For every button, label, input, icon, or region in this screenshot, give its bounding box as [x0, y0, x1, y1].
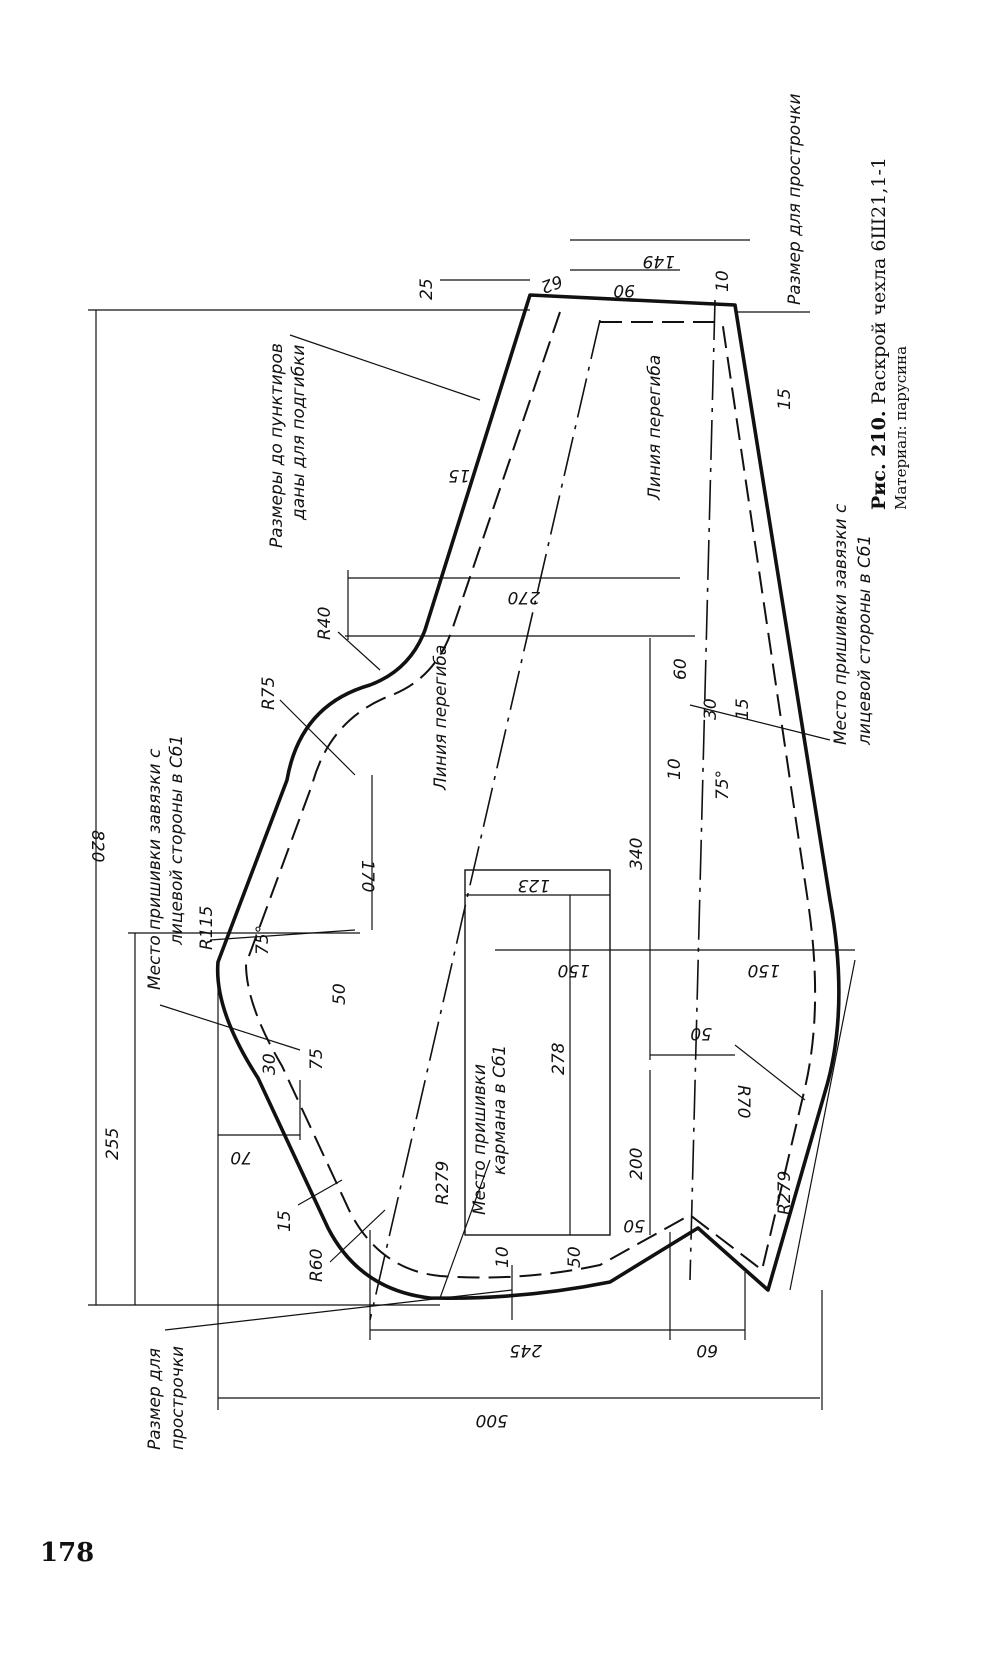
radius-r115: R115	[197, 906, 217, 950]
fold-line-diagonal	[369, 319, 601, 1321]
dim-50-left: 50	[330, 983, 350, 1005]
note-dotted-sizes-2: даны для подгибки	[289, 345, 309, 521]
page-number: 178	[40, 1538, 95, 1568]
dim-60-right: 60	[671, 658, 691, 680]
dim-10-right: 10	[665, 758, 685, 780]
dim-200: 200	[627, 1148, 647, 1180]
dim-62: 62	[538, 270, 565, 296]
fold-line-right	[689, 299, 716, 1281]
figure-material: Материал: парусина	[892, 345, 910, 510]
radius-r279-right: R279	[775, 1171, 795, 1215]
dim-123: 123	[518, 875, 550, 895]
dim-278: 278	[549, 1042, 569, 1075]
dim-25: 25	[417, 278, 437, 300]
dim-15-right-top: 15	[775, 388, 795, 410]
dim-15-left-line	[297, 1179, 343, 1206]
note-fold-line-right: Линия перегиба	[645, 355, 665, 501]
dim-50-bottom: 50	[565, 1246, 585, 1268]
pocket-rect	[464, 869, 611, 1236]
dim-90: 90	[613, 280, 635, 300]
dim-149: 149	[643, 251, 675, 271]
r60-leader	[329, 1209, 386, 1263]
r70-leader	[734, 1044, 806, 1101]
dim-75-deg-left: 75°	[253, 925, 273, 955]
dim-270: 270	[508, 587, 540, 607]
dim-15-right-tie: 15	[733, 698, 753, 720]
note-tie-right-1: Место пришивки завязки с	[831, 503, 851, 745]
radius-r279-left: R279	[433, 1161, 453, 1205]
note-stitch-size-bottom-2: прострочки	[168, 1346, 188, 1450]
dim-50-right: 50	[690, 1023, 712, 1043]
radius-r70: R70	[733, 1085, 753, 1118]
r40-leader	[337, 631, 381, 671]
dim-500: 500	[476, 1410, 508, 1430]
stitch-bottom-leader	[164, 1289, 513, 1331]
radius-r40: R40	[315, 607, 335, 640]
dim-255: 255	[103, 1128, 123, 1160]
note-fold-line-left: Линия перегиба	[431, 645, 451, 791]
dim-75-left: 75	[307, 1048, 327, 1070]
dim-245: 245	[510, 1340, 542, 1360]
note-pocket-1: Место пришивки	[470, 1064, 490, 1215]
note-tie-left-1: Место пришивки завязки с	[145, 748, 165, 990]
figure-label: Рис. 210.	[868, 410, 890, 510]
dim-340: 340	[627, 838, 647, 870]
dotted-sizes-leader	[289, 334, 481, 401]
caption-title-line: Рис. 210. Раскрой чехла 6Ш21,1-1	[868, 157, 890, 510]
r75-leader	[279, 699, 356, 776]
dim-75-deg-right: 75°	[713, 770, 733, 800]
pattern-outline	[215, 293, 841, 1300]
dim-170: 170	[357, 860, 377, 892]
dim-15-left-mid: 15	[448, 465, 470, 485]
r279-right-leader	[789, 959, 856, 1291]
radius-r75: R75	[259, 677, 279, 710]
dim-50-pocket: 50	[623, 1215, 645, 1235]
dim-10-bottom: 10	[493, 1246, 513, 1268]
dim-10-top: 10	[713, 270, 733, 292]
note-stitch-size-top: Размер для прострочки	[785, 93, 805, 305]
radius-r60: R60	[307, 1249, 327, 1282]
dim-60: 60	[696, 1340, 718, 1360]
dim-150-right: 150	[748, 960, 780, 980]
dim-15-bottom-left: 15	[275, 1210, 295, 1232]
note-pocket-2: кармана в Сб1	[490, 1045, 510, 1175]
dim-30-right: 30	[701, 698, 721, 720]
dim-820: 820	[87, 830, 107, 862]
figure-caption: Рис. 210. Раскрой чехла 6Ш21,1-1 Материа…	[868, 90, 968, 510]
tie-left-leader	[159, 1004, 301, 1051]
r115-leader	[209, 929, 356, 941]
note-stitch-size-bottom-1: Размер для	[145, 1348, 165, 1450]
dim-150-left: 150	[558, 960, 590, 980]
dim-70: 70	[230, 1147, 252, 1167]
figure-title: Раскрой чехла 6Ш21,1-1	[868, 157, 890, 405]
note-tie-right-2: лицевой стороны в Сб1	[855, 535, 875, 746]
note-dotted-sizes-1: Размеры до пунктиров	[267, 343, 287, 548]
tie-right-leader	[689, 704, 831, 741]
note-tie-left-2: лицевой стороны в Сб1	[167, 735, 187, 946]
dim-30-left: 30	[260, 1053, 280, 1075]
